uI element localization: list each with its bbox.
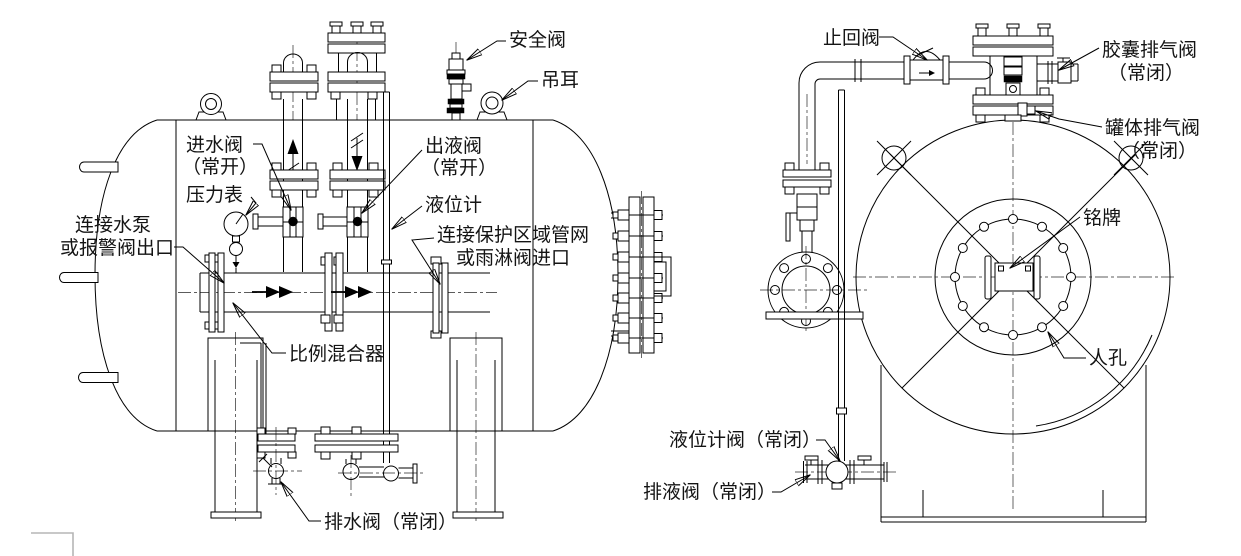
label-network-inlet-2: 或雨淋阀进口 bbox=[456, 247, 570, 269]
label-outlet-valve-1: 出液阀 bbox=[425, 135, 482, 157]
label-level-gauge: 液位计 bbox=[425, 194, 482, 216]
bladder-vent-valve-icon bbox=[1037, 57, 1079, 84]
outlet-valve-icon bbox=[317, 206, 369, 238]
leader-pump-outlet bbox=[174, 246, 224, 283]
label-level-gauge-valve: 液位计阀（常闭） bbox=[669, 429, 821, 451]
label-proportioner: 比例混合器 bbox=[289, 343, 384, 365]
base-support bbox=[880, 365, 1147, 523]
tank-end-view bbox=[760, 23, 1176, 523]
label-network-inlet-1: 连接保护区域管网 bbox=[437, 224, 589, 246]
flange-bolts bbox=[612, 209, 663, 344]
bottom-flange-valves bbox=[314, 426, 426, 497]
leader-drain-valve bbox=[281, 482, 321, 522]
lifting-lug-icon bbox=[195, 91, 508, 121]
label-lifting-lug: 吊耳 bbox=[541, 69, 579, 91]
label-liquid-drain-valve: 排液阀（常闭） bbox=[643, 481, 776, 503]
tank-side-view bbox=[59, 21, 672, 524]
label-inlet-valve-1: 进水阀 bbox=[186, 134, 243, 156]
manhole-icon bbox=[934, 198, 1092, 356]
inlet-valve-icon bbox=[252, 206, 304, 238]
tank-vent-valve-icon bbox=[1017, 102, 1036, 117]
bottom-valve-assembly bbox=[795, 455, 898, 490]
leader-manhole bbox=[1048, 332, 1086, 359]
leader-bladder-vent bbox=[1059, 47, 1100, 70]
flow-down-arrow-icon bbox=[350, 132, 364, 171]
label-pressure-gauge: 压力表 bbox=[186, 184, 243, 206]
proportioner-pipe bbox=[199, 252, 490, 339]
flow-right-arrow-icon bbox=[252, 286, 372, 298]
check-valve-piping bbox=[798, 47, 993, 170]
support-legs bbox=[207, 337, 504, 519]
corner-mark bbox=[31, 532, 74, 556]
label-tank-vent-2: （常闭） bbox=[1121, 140, 1197, 162]
lug-mark-icon bbox=[876, 140, 1149, 176]
leader-pressure-gauge bbox=[246, 196, 256, 215]
label-bladder-vent-1: 胶囊排气阀 bbox=[1102, 39, 1197, 61]
drain-valve-assembly bbox=[240, 342, 302, 495]
level-gauge-tube bbox=[381, 91, 392, 463]
label-tank-vent-1: 罐体排气阀 bbox=[1105, 117, 1200, 139]
label-pump-outlet-1: 连接水泵 bbox=[75, 214, 151, 236]
leader-lines bbox=[174, 36, 1103, 522]
label-safety-valve: 安全阀 bbox=[509, 29, 566, 51]
labels: 安全阀 吊耳 进水阀 （常开） 压力表 出液阀 （常开） 液位计 连接水泵 或报… bbox=[60, 27, 1200, 533]
left-branch bbox=[760, 162, 868, 334]
label-bladder-vent-2: （常闭） bbox=[1108, 62, 1184, 84]
label-outlet-valve-2: （常开） bbox=[421, 157, 497, 179]
head-outlet-flange bbox=[611, 196, 672, 354]
leader-level-gauge bbox=[392, 205, 423, 229]
leader-proportioner bbox=[233, 303, 286, 354]
label-pump-outlet-2: 或报警阀出口 bbox=[60, 237, 174, 259]
leader-inlet-valve bbox=[253, 143, 291, 210]
leader-liquid-drain-valve bbox=[772, 475, 810, 493]
leader-network-inlet bbox=[411, 237, 440, 284]
label-check-valve: 止回阀 bbox=[823, 27, 880, 49]
nameplate-icon bbox=[984, 255, 1041, 300]
left-nozzle-stubs bbox=[59, 161, 119, 383]
leader-lifting-lug bbox=[502, 80, 538, 100]
branch-valve-icon bbox=[785, 193, 818, 242]
inlet-riser-pipe bbox=[252, 53, 319, 272]
pressure-gauge-icon bbox=[223, 211, 249, 273]
leader-safety-valve bbox=[467, 40, 506, 60]
check-valve-icon bbox=[903, 47, 950, 85]
level-gauge-standpipe bbox=[836, 89, 847, 461]
leader-nameplate bbox=[1010, 216, 1081, 268]
label-nameplate: 铭牌 bbox=[1083, 207, 1121, 229]
safety-valve-icon bbox=[446, 52, 472, 121]
label-inlet-valve-2: （常开） bbox=[182, 156, 258, 178]
leader-level-gauge-valve bbox=[816, 439, 840, 461]
label-manhole: 人孔 bbox=[1089, 347, 1127, 369]
outlet-riser-pipe bbox=[317, 21, 386, 272]
leader-check-valve bbox=[879, 36, 927, 60]
leader-tank-vent bbox=[1036, 111, 1103, 128]
label-drain-valve: 排水阀（常闭） bbox=[324, 511, 457, 533]
leader-outlet-valve bbox=[362, 149, 423, 213]
vent-stack bbox=[972, 23, 1079, 123]
manhole-bolts bbox=[950, 214, 1076, 340]
